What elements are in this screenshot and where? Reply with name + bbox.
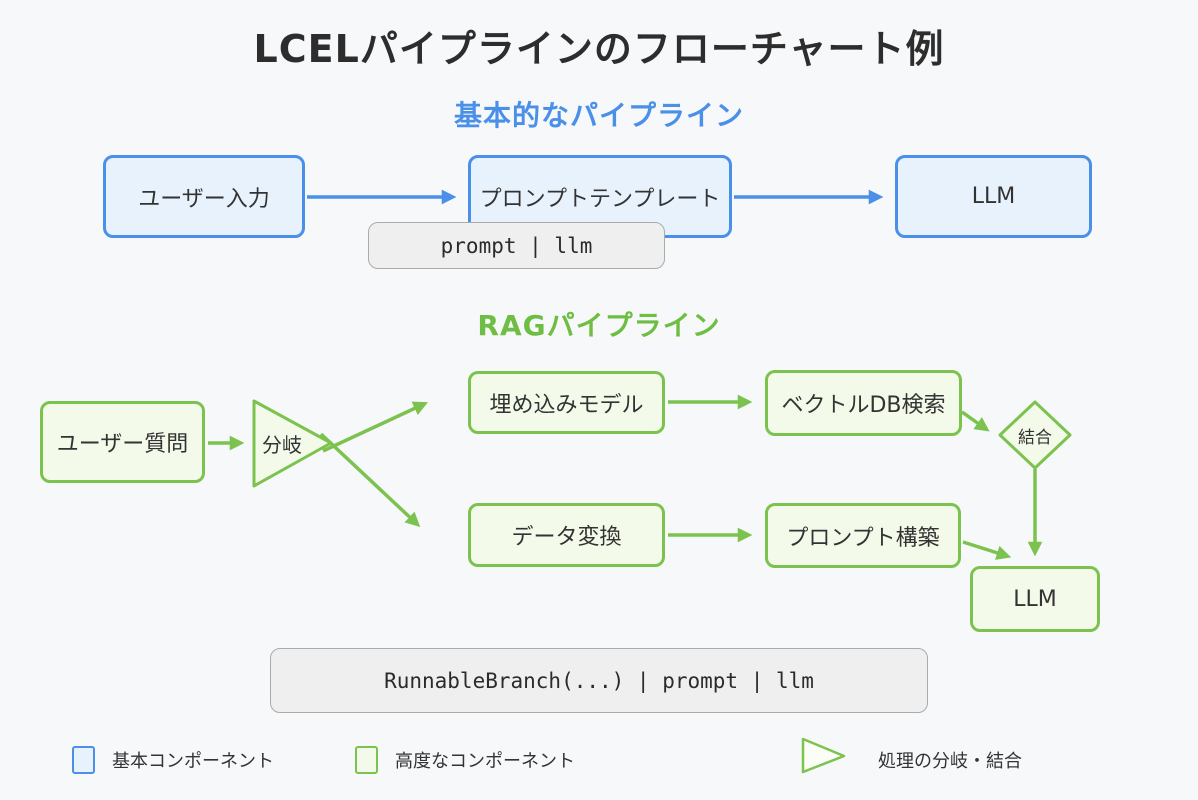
arrow-branch-to-embedding-model <box>322 401 428 453</box>
legend-advanced-label: 高度なコンポーネント <box>395 751 575 772</box>
node-vector-db-search: ベクトルDB検索 <box>765 370 962 436</box>
arrow-branch-to-data-transform <box>319 432 421 528</box>
legend-branch-merge-label: 処理の分岐・結合 <box>878 751 1022 772</box>
node-llm-rag: LLM <box>970 566 1100 632</box>
branch-triangle-icon <box>252 399 333 488</box>
merge-diamond-label: 結合 <box>1018 427 1052 448</box>
legend-basic-label: 基本コンポーネント <box>112 751 274 772</box>
code-snippet-basic: prompt | llm <box>368 222 665 269</box>
node-prompt-build: プロンプト構築 <box>765 503 961 568</box>
legend-advanced-swatch <box>355 746 378 774</box>
node-llm-basic: LLM <box>895 155 1092 238</box>
node-embedding-model: 埋め込みモデル <box>468 371 665 434</box>
node-user-question: ユーザー質問 <box>40 401 205 483</box>
page-title: LCELパイプラインのフローチャート例 <box>253 27 945 71</box>
arrow-prompt-build-to-llm <box>962 540 1012 560</box>
node-data-transform: データ変換 <box>468 503 665 567</box>
branch-triangle-label: 分岐 <box>262 432 302 457</box>
code-snippet-rag: RunnableBranch(...) | prompt | llm <box>270 648 928 713</box>
legend-basic-swatch <box>72 746 95 774</box>
merge-diamond-icon <box>998 400 1072 470</box>
node-user-input: ユーザー入力 <box>103 155 305 238</box>
legend-branch-triangle-icon <box>801 737 846 774</box>
section-title-rag: RAGパイプライン <box>477 309 721 342</box>
section-title-basic: 基本的なパイプライン <box>453 99 744 132</box>
arrow-vector-db-to-merge <box>960 410 990 432</box>
